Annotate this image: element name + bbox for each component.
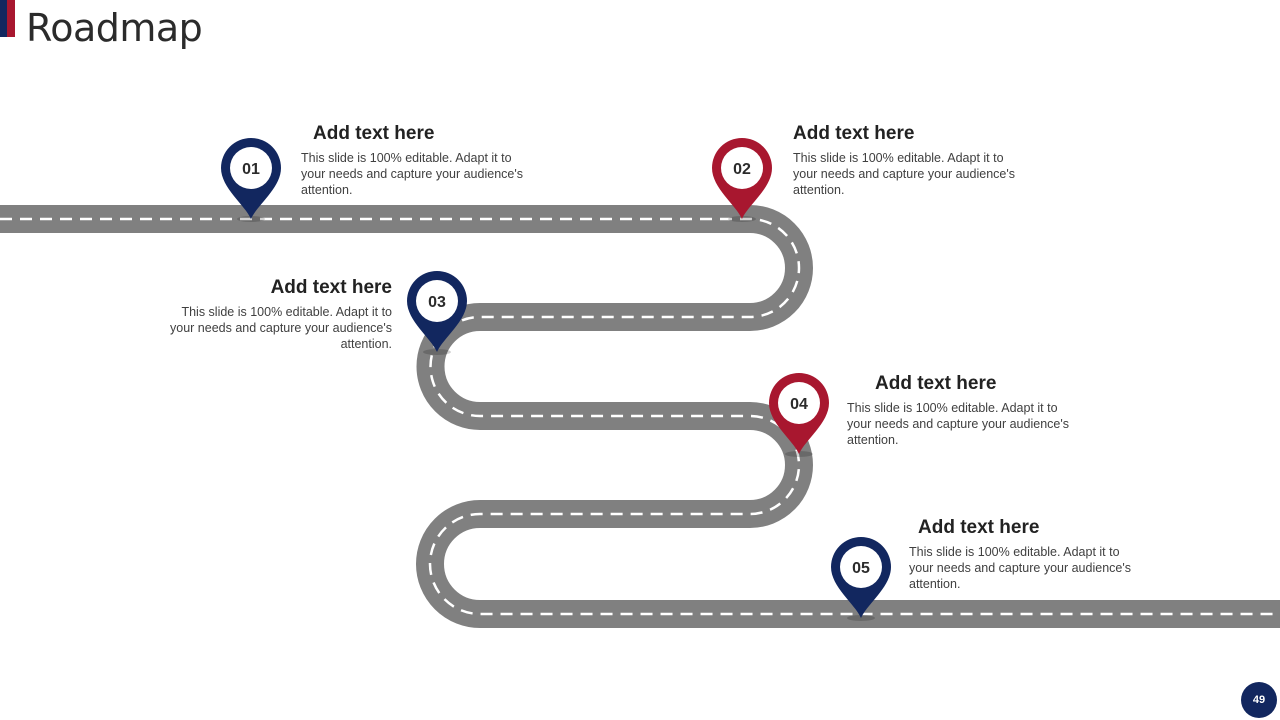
milestone-03-body: This slide is 100% editable. Adapt it to… xyxy=(170,305,392,351)
milestone-04-body: This slide is 100% editable. Adapt it to… xyxy=(847,401,1069,447)
pin-03-number: 03 xyxy=(428,294,446,311)
milestone-02-body: This slide is 100% editable. Adapt it to… xyxy=(793,151,1015,197)
page-number-badge: 49 xyxy=(1241,682,1277,718)
road-center-dashes xyxy=(0,217,1280,616)
pin-05-number: 05 xyxy=(852,560,870,577)
milestone-pin-03: 03 xyxy=(407,271,467,355)
page-title: Roadmap xyxy=(26,6,203,50)
pin-02-number: 02 xyxy=(733,161,751,178)
accent-bar-navy xyxy=(0,0,7,37)
milestone-04-text: Add text here This slide is 100% editabl… xyxy=(847,373,1077,448)
milestone-pin-04: 04 xyxy=(769,373,829,457)
pin-01-number: 01 xyxy=(242,161,260,178)
milestone-04-heading: Add text here xyxy=(875,373,997,394)
milestone-02-text: Add text here This slide is 100% editabl… xyxy=(793,123,1023,198)
milestone-05-heading: Add text here xyxy=(918,517,1040,538)
pin-04-number: 04 xyxy=(790,396,808,413)
milestone-01-text: Add text here This slide is 100% editabl… xyxy=(301,123,531,198)
milestone-05-text: Add text here This slide is 100% editabl… xyxy=(909,517,1139,592)
title-accent-bar xyxy=(0,0,16,37)
milestone-05-body: This slide is 100% editable. Adapt it to… xyxy=(909,545,1131,591)
milestone-03-heading: Add text here xyxy=(270,277,392,298)
milestone-02-heading: Add text here xyxy=(793,123,915,144)
milestone-01-body: This slide is 100% editable. Adapt it to… xyxy=(301,151,523,197)
milestone-03-text: Add text here This slide is 100% editabl… xyxy=(162,277,392,352)
milestone-01-heading: Add text here xyxy=(313,123,435,144)
milestone-pin-01: 01 xyxy=(221,138,281,222)
accent-bar-red xyxy=(7,0,15,37)
milestone-pin-02: 02 xyxy=(712,138,772,222)
milestone-pin-05: 05 xyxy=(831,537,891,621)
